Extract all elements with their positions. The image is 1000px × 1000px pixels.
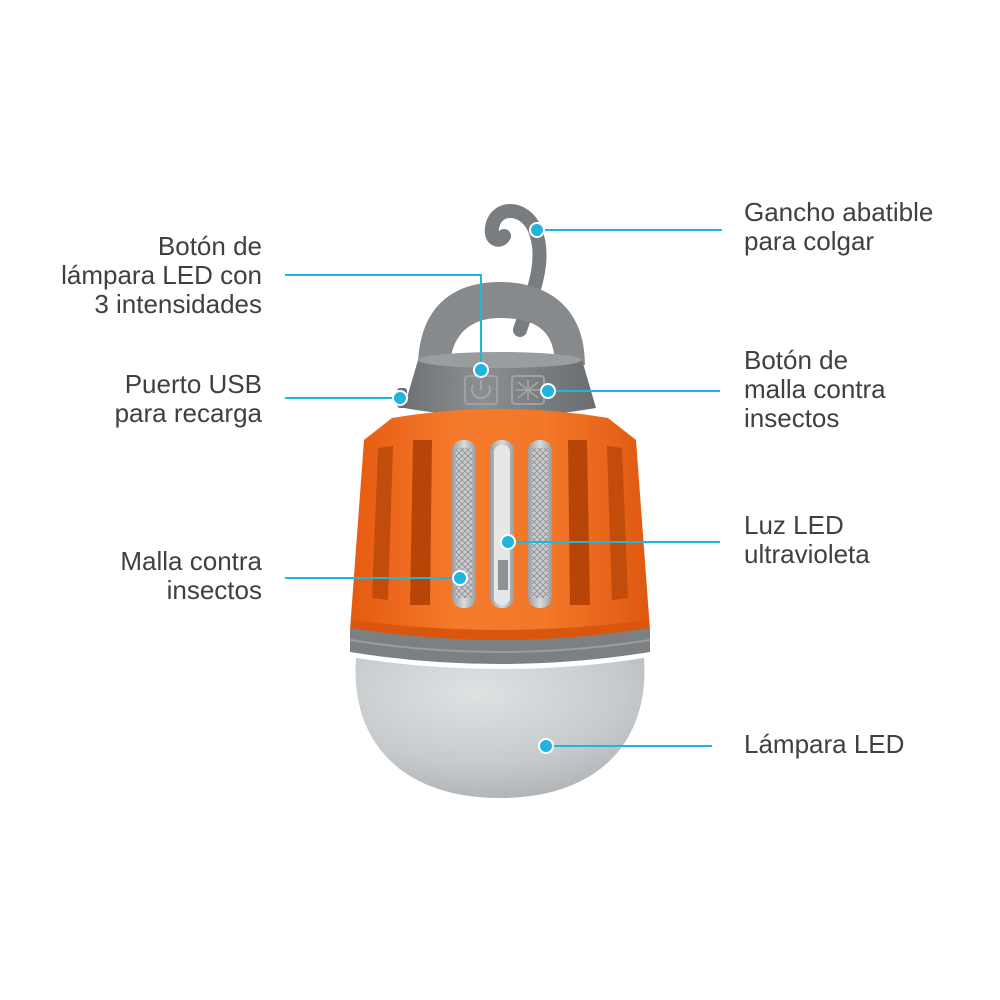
label-uv-light-line1: Luz LED bbox=[744, 510, 844, 540]
label-hook: Gancho abatible para colgar bbox=[744, 198, 933, 256]
dot-led-button bbox=[473, 362, 489, 378]
label-led-button: Botón de lámpara LED con 3 intensidades bbox=[61, 232, 262, 319]
gray-cap bbox=[404, 352, 596, 417]
label-mesh-button: Botón de malla contra insectos bbox=[744, 346, 886, 433]
label-usb-port-line1: Puerto USB bbox=[124, 369, 262, 399]
label-uv-light: Luz LED ultravioleta bbox=[744, 511, 870, 569]
label-mesh: Malla contra insectos bbox=[120, 547, 262, 605]
label-mesh-line1: Malla contra bbox=[120, 546, 262, 576]
dot-mesh-button bbox=[540, 383, 556, 399]
led-dome bbox=[355, 658, 645, 798]
orange-cage bbox=[350, 409, 650, 642]
gray-ring bbox=[349, 628, 651, 664]
dot-mesh bbox=[452, 570, 468, 586]
label-led-lamp-line1: Lámpara LED bbox=[744, 729, 905, 759]
label-hook-line1: Gancho abatible bbox=[744, 197, 934, 227]
label-mesh-line2: insectos bbox=[166, 575, 262, 605]
label-usb-port: Puerto USB para recarga bbox=[115, 370, 262, 428]
label-mesh-button-line1: Botón de bbox=[744, 345, 849, 375]
label-hook-line2: para colgar bbox=[744, 226, 875, 256]
label-usb-port-line2: para recarga bbox=[114, 398, 262, 428]
label-led-button-line2: lámpara LED con bbox=[61, 260, 262, 290]
label-mesh-button-line3: insectos bbox=[744, 403, 840, 433]
label-uv-light-line2: ultravioleta bbox=[744, 539, 870, 569]
label-led-lamp: Lámpara LED bbox=[744, 730, 904, 759]
callout-lines bbox=[285, 229, 722, 747]
dot-hook bbox=[529, 222, 545, 238]
dot-uv bbox=[500, 534, 516, 550]
dot-lamp bbox=[538, 738, 554, 754]
top-handle bbox=[418, 282, 585, 365]
label-led-button-line3: 3 intensidades bbox=[94, 289, 262, 319]
label-mesh-button-line2: malla contra bbox=[744, 374, 886, 404]
dot-usb bbox=[392, 390, 408, 406]
label-led-button-line1: Botón de bbox=[157, 231, 262, 261]
callout-dots bbox=[392, 222, 556, 754]
